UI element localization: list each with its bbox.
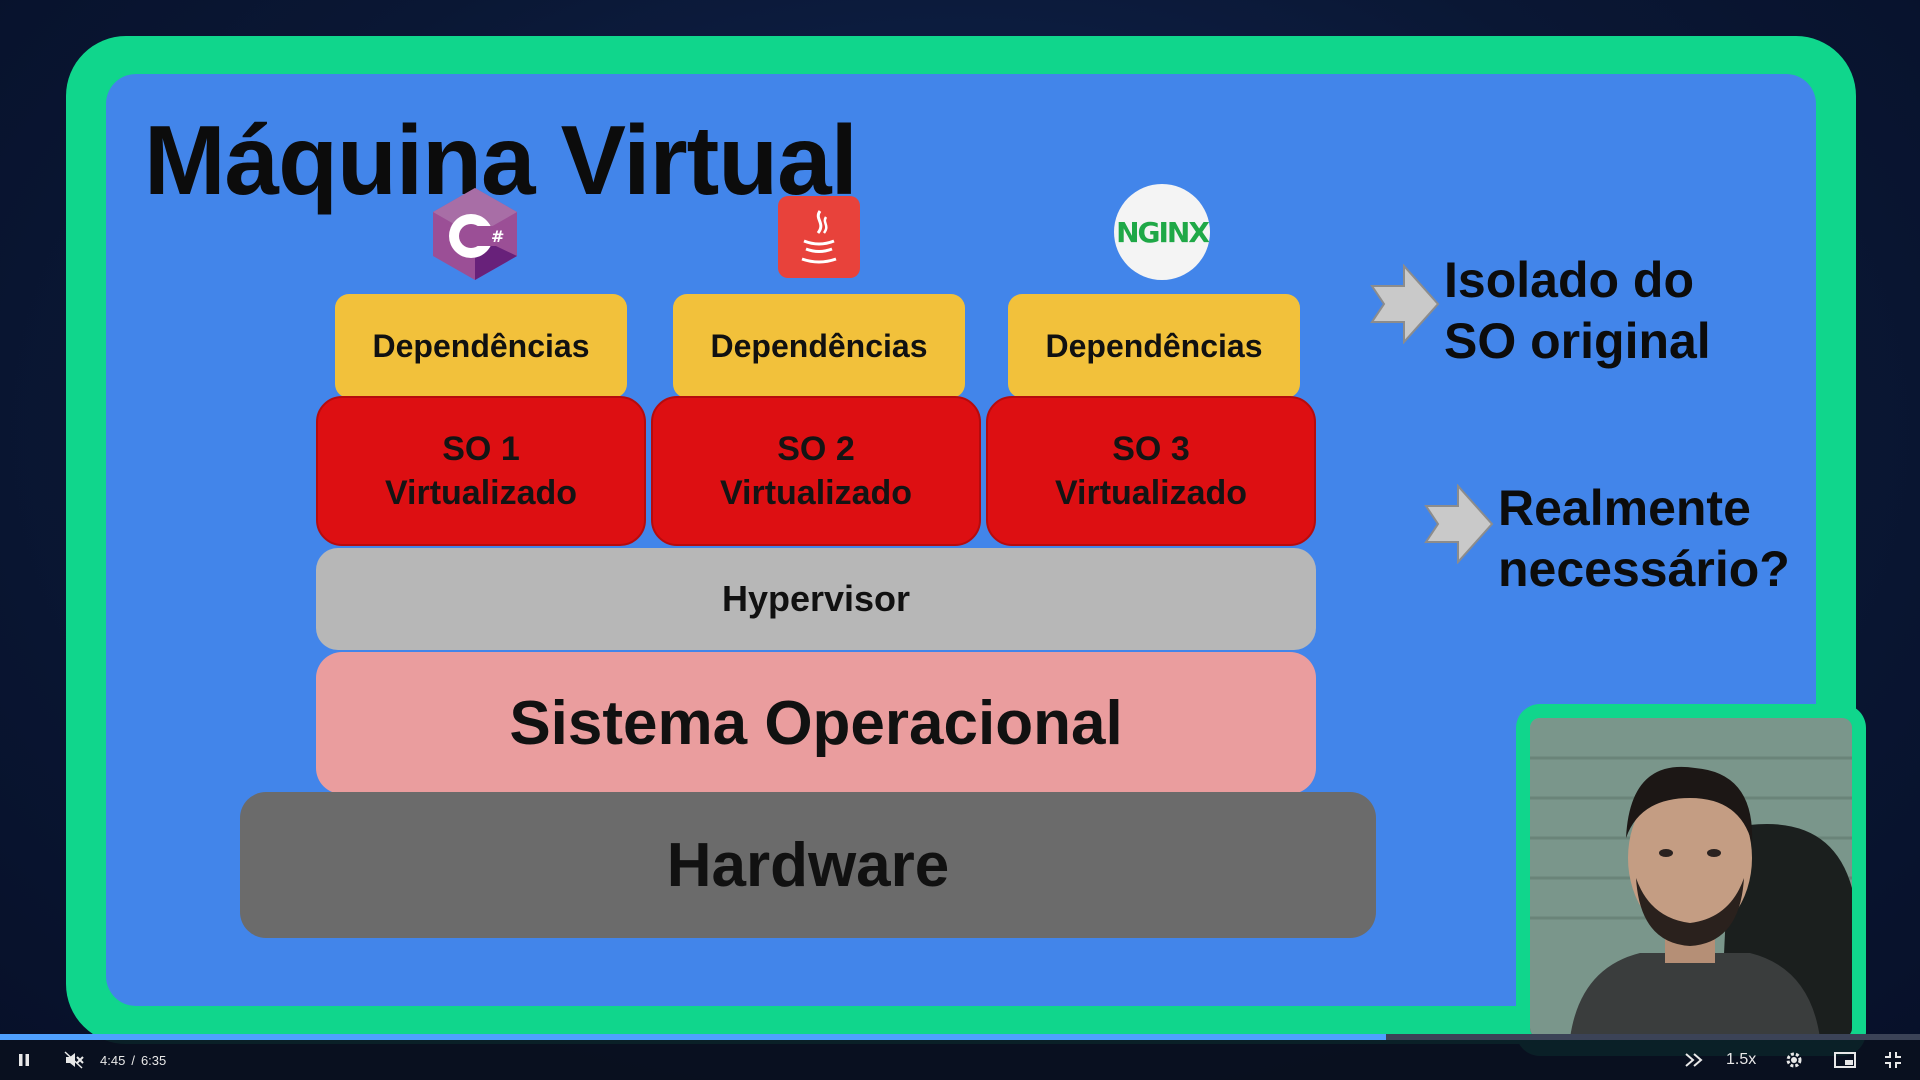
virtual-os-1-line1: SO 1 <box>442 429 520 468</box>
hardware-layer: Hardware <box>240 792 1376 938</box>
csharp-icon: # <box>431 186 519 282</box>
player-controls: 4:45 / 6:35 1.5x <box>0 1040 1920 1080</box>
virtual-os-2-line1: SO 2 <box>777 429 855 468</box>
arrow-right-icon <box>1370 264 1440 344</box>
progress-bar[interactable] <box>0 1034 1920 1040</box>
svg-text:#: # <box>491 227 504 246</box>
playback-speed-button[interactable]: 1.5x <box>1726 1051 1757 1068</box>
slide: Máquina Virtual # <box>106 74 1816 1006</box>
virtual-os-box-3: SO 3 Virtualizado <box>986 396 1316 546</box>
settings-icon[interactable] <box>1784 1040 1804 1080</box>
hypervisor-layer: Hypervisor <box>316 548 1316 650</box>
note-isolated-line2: SO original <box>1444 313 1711 369</box>
presenter-video <box>1530 718 1852 1038</box>
exit-fullscreen-icon[interactable] <box>1884 1040 1902 1080</box>
virtual-os-3-line2: Virtualizado <box>1054 474 1248 512</box>
duration: 6:35 <box>140 1052 167 1068</box>
dependencies-box-1: Dependências <box>335 294 627 398</box>
progress-bar-fill <box>0 1034 1387 1040</box>
nginx-logo-text: NGINX <box>1116 215 1210 249</box>
virtual-os-3-line1: SO 3 <box>1112 429 1190 468</box>
note-isolated-line1: Isolado do <box>1444 252 1694 308</box>
note-really-needed: Realmente necessário? <box>1498 478 1790 600</box>
java-icon <box>778 196 860 278</box>
time-display: 4:45 / 6:35 <box>100 1040 166 1080</box>
note-really-needed-line2: necessário? <box>1498 541 1790 597</box>
current-time: 4:45 <box>100 1052 126 1068</box>
pip-icon[interactable] <box>1834 1040 1856 1080</box>
skip-forward-icon[interactable] <box>1683 1040 1705 1080</box>
operating-system-layer: Sistema Operacional <box>316 652 1316 794</box>
mute-icon[interactable] <box>64 1040 84 1080</box>
dependencies-box-2: Dependências <box>673 294 965 398</box>
nginx-icon: NGINX <box>1114 184 1210 280</box>
virtual-os-box-1: SO 1 Virtualizado <box>316 396 646 546</box>
slide-frame: Máquina Virtual # <box>66 36 1856 1044</box>
virtual-os-2-line2: Virtualizado <box>719 474 913 512</box>
note-isolated: Isolado do SO original <box>1444 250 1711 372</box>
note-really-needed-line1: Realmente <box>1498 480 1751 536</box>
arrow-right-icon <box>1424 484 1494 564</box>
time-separator: / <box>131 1052 135 1068</box>
webcam-overlay <box>1516 704 1866 1056</box>
virtual-os-1-line2: Virtualizado <box>384 474 578 512</box>
virtual-os-box-2: SO 2 Virtualizado <box>651 396 981 546</box>
dependencies-box-3: Dependências <box>1008 294 1300 398</box>
pause-icon[interactable] <box>16 1040 32 1080</box>
slide-title: Máquina Virtual <box>144 105 858 215</box>
